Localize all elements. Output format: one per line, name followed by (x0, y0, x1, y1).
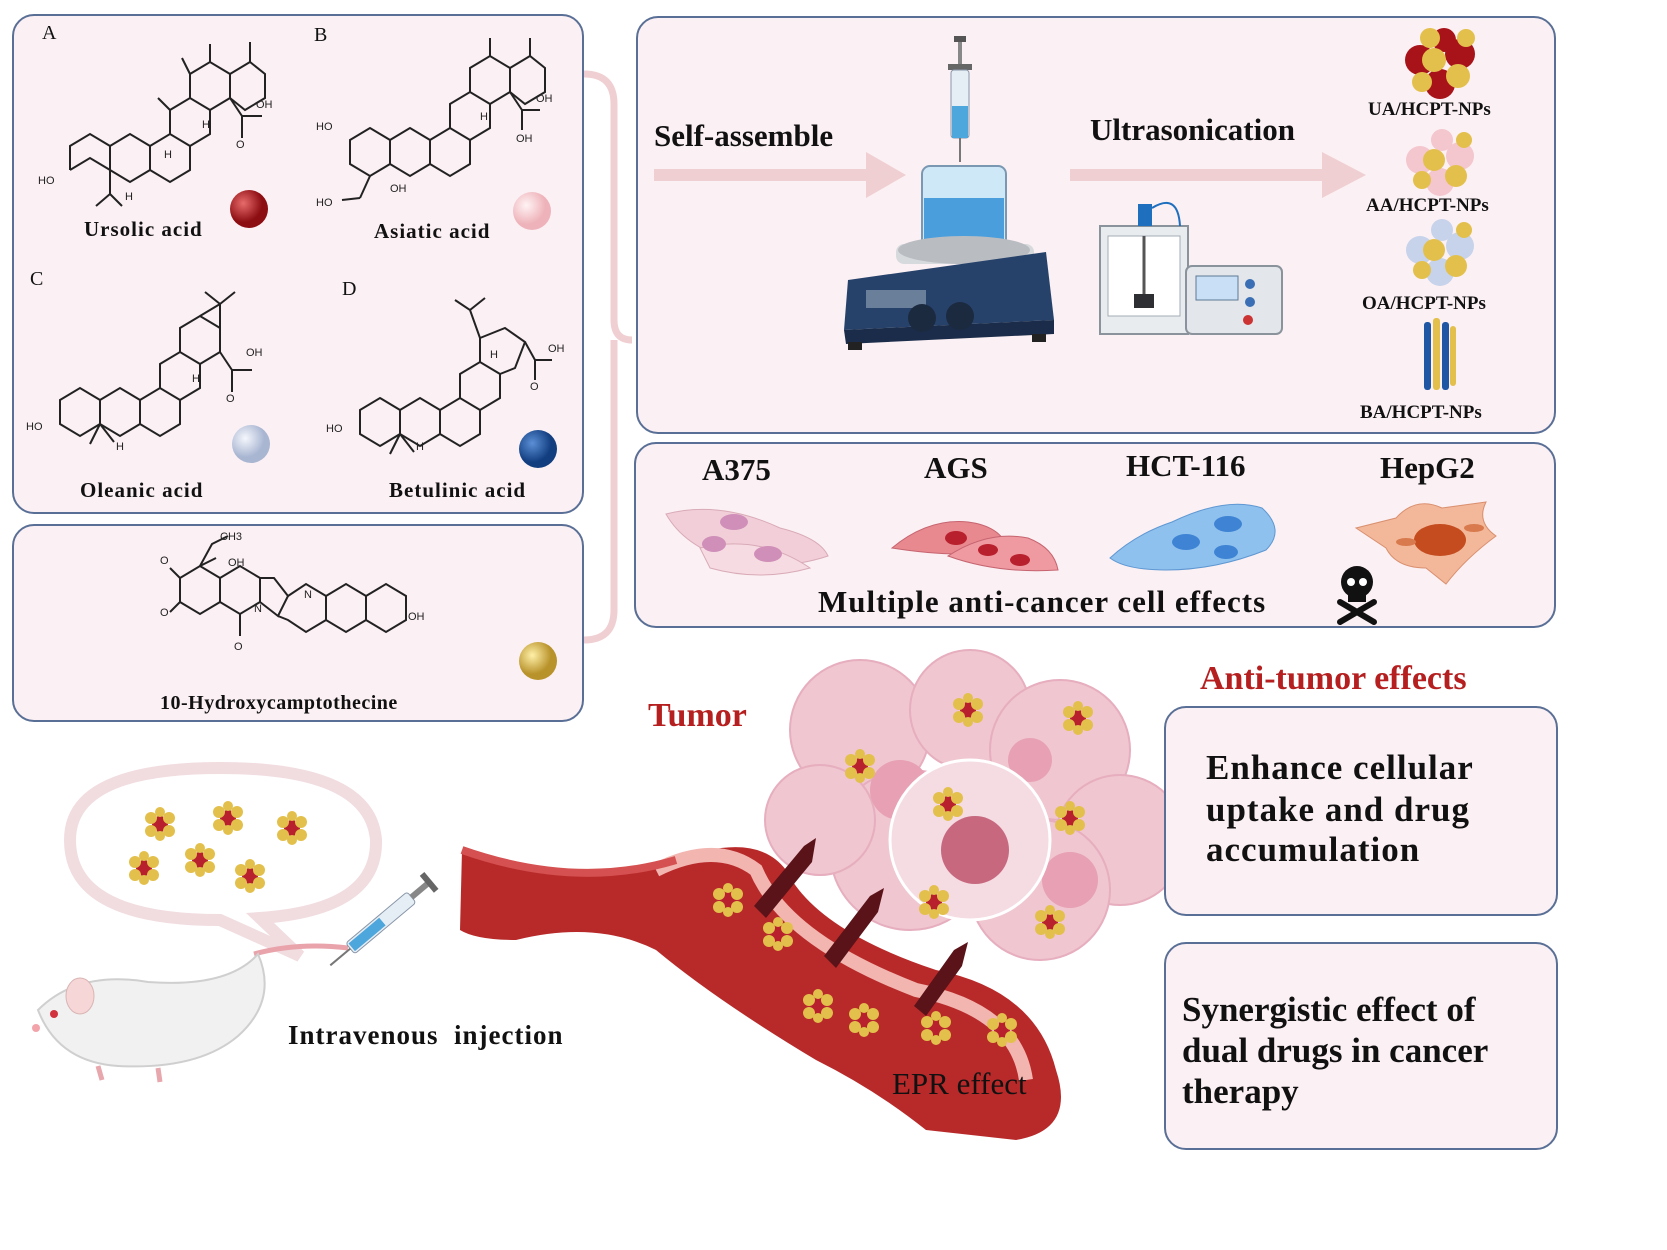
svg-text:H: H (192, 373, 200, 385)
ba-nanoparticle-rods (1424, 318, 1456, 390)
ursolic-acid-sphere (230, 190, 268, 228)
betulinic-acid-label: Betulinic acid (389, 478, 527, 502)
hcpt-panel (12, 524, 584, 722)
anti-tumor-effects-title: Anti-tumor effects (1200, 660, 1467, 697)
effect-box-uptake (1164, 706, 1558, 916)
effect-synergy-line3: therapy (1182, 1072, 1299, 1111)
ursolic-acid-structure: HO OH O H H H (38, 42, 273, 207)
svg-text:HO: HO (38, 175, 55, 187)
hepg2-cell-icon (1354, 501, 1497, 585)
svg-text:HO: HO (316, 121, 333, 133)
effect-box-synergy (1164, 942, 1558, 1150)
cell-line-hct116: HCT-116 (1126, 448, 1246, 483)
tumor-mass-illustration (764, 649, 1186, 961)
oa-nanoparticle-cluster (1406, 219, 1474, 286)
svg-text:OH: OH (246, 347, 263, 359)
skull-crossbones-icon (1337, 566, 1377, 625)
effect-synergy-line2: dual drugs in cancer (1182, 1031, 1489, 1070)
betulinic-acid-sphere (519, 430, 557, 468)
self-assemble-label: Self-assemble (654, 118, 834, 153)
effect-uptake-line1: Enhance cellular (1206, 748, 1474, 787)
tumor-label: Tumor (648, 697, 747, 734)
hcpt-label: 10-Hydroxycamptothecine (160, 692, 398, 714)
magnetic-stirrer-icon (844, 165, 1054, 350)
svg-text:OH: OH (548, 343, 565, 355)
svg-text:H: H (164, 149, 172, 161)
svg-text:OH: OH (228, 557, 245, 569)
ba-nps-label: BA/HCPT-NPs (1360, 402, 1482, 423)
circulating-nanoparticles (713, 693, 1093, 1047)
svg-text:HO: HO (316, 197, 333, 209)
svg-text:H: H (416, 441, 424, 453)
svg-text:H: H (202, 119, 210, 131)
oleanic-acid-sphere (232, 425, 270, 463)
svg-text:O: O (234, 641, 243, 653)
svg-text:OH: OH (516, 133, 533, 145)
a375-cells-icon (665, 508, 829, 576)
process-panel (636, 16, 1556, 434)
mouse-illustration (32, 943, 349, 1083)
ags-cells-icon (890, 521, 1059, 572)
ultrasonication-label: Ultrasonication (1090, 112, 1295, 147)
epr-effect-label: EPR effect (892, 1066, 1027, 1101)
svg-text:O: O (160, 555, 169, 567)
cell-line-a375: A375 (702, 452, 771, 487)
nanoparticle-speech-bubble (63, 761, 383, 962)
svg-text:OH: OH (390, 183, 407, 195)
ua-nps-label: UA/HCPT-NPs (1368, 99, 1491, 120)
effect-uptake-line3: accumulation (1206, 830, 1421, 869)
asiatic-acid-structure: HO HO OH OH OH H (316, 38, 553, 209)
effect-synergy-line1: Synergistic effect of (1182, 990, 1476, 1029)
svg-text:H: H (116, 441, 124, 453)
oleanic-acid-structure: HO OH O H H (26, 291, 263, 453)
svg-text:H: H (480, 111, 488, 123)
svg-text:N: N (304, 589, 312, 601)
svg-text:O: O (226, 393, 235, 405)
aa-nanoparticle-cluster (1406, 129, 1474, 196)
svg-text:HO: HO (26, 421, 43, 433)
label-b: B (314, 24, 328, 46)
epr-arrows (754, 838, 968, 1016)
svg-text:OH: OH (408, 611, 425, 623)
injection-syringe-icon (329, 872, 439, 967)
ultrasonicator-icon (1099, 202, 1283, 335)
syringe-icon (948, 36, 972, 162)
oleanic-acid-label: Oleanic acid (80, 478, 204, 502)
ua-nanoparticle-cluster (1405, 28, 1475, 99)
effect-uptake-line2: uptake and drug (1206, 790, 1470, 829)
asiatic-acid-label: Asiatic acid (374, 219, 491, 243)
svg-text:H: H (490, 349, 498, 361)
svg-text:O: O (160, 607, 169, 619)
betulinic-acid-structure: HO OH O H H (326, 297, 565, 455)
svg-text:O: O (530, 381, 539, 393)
compounds-panel (12, 14, 584, 514)
svg-text:O: O (236, 139, 245, 151)
hcpt-sphere (519, 642, 557, 680)
ursolic-acid-label: Ursolic acid (84, 217, 203, 241)
cell-line-ags: AGS (924, 450, 988, 485)
intravenous-injection-label: Intravenous injection (288, 1020, 564, 1050)
self-assemble-arrow (654, 152, 906, 198)
svg-text:HO: HO (326, 423, 343, 435)
label-a: A (42, 22, 57, 44)
svg-text:OH: OH (256, 99, 273, 111)
cell-effects-caption: Multiple anti-cancer cell effects (818, 584, 1267, 619)
svg-text:H: H (125, 191, 133, 203)
aa-nps-label: AA/HCPT-NPs (1366, 195, 1489, 216)
svg-text:OH: OH (536, 93, 553, 105)
label-c: C (30, 268, 44, 290)
hct116-cells-icon (1109, 503, 1276, 571)
ultrasonication-arrow (1070, 152, 1366, 198)
asiatic-acid-sphere (513, 192, 551, 230)
cell-line-hepg2: HepG2 (1380, 450, 1475, 485)
svg-text:N: N (254, 603, 262, 615)
bracket-connector (583, 70, 633, 644)
svg-text:CH3: CH3 (220, 531, 242, 543)
hcpt-structure: O O O OH CH3 N N OH (160, 531, 425, 653)
oa-nps-label: OA/HCPT-NPs (1362, 293, 1486, 314)
label-d: D (342, 278, 357, 300)
